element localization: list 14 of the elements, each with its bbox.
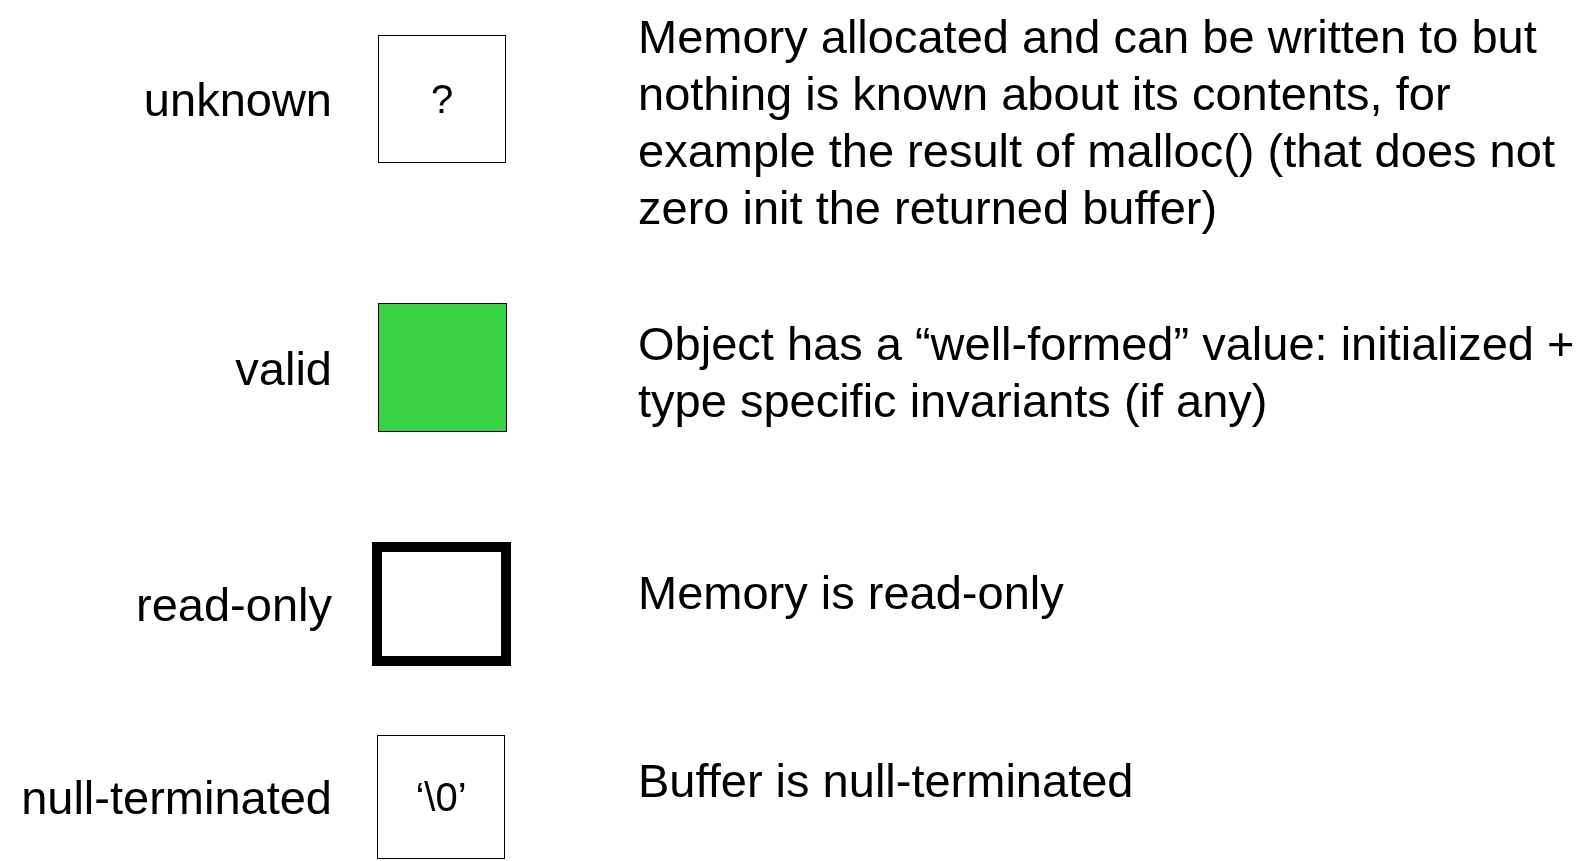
state-description: Object has a “well-formed” value: initialized + type specific invariants (if any) <box>638 316 1576 429</box>
box-symbol: ‘\0’ <box>415 774 467 820</box>
unknown-state-box <box>378 35 506 163</box>
box-symbol: ? <box>430 76 454 122</box>
state-name: valid <box>235 340 332 395</box>
state-description: Memory allocated and can be written to but nothing is known about its contents, for example the result of malloc() (that does not zero init the returned buffer) <box>638 9 1556 236</box>
valid-state-box <box>378 303 507 432</box>
state-name: unknown <box>143 71 332 127</box>
null-terminated-state-box <box>377 735 505 859</box>
state-name: read-only <box>136 576 332 632</box>
state-description: Memory is read-only <box>638 565 1065 621</box>
state-name: null-terminated <box>21 769 332 825</box>
read-only-state-box <box>372 542 511 666</box>
state-description: Buffer is null-terminated <box>638 753 1135 809</box>
